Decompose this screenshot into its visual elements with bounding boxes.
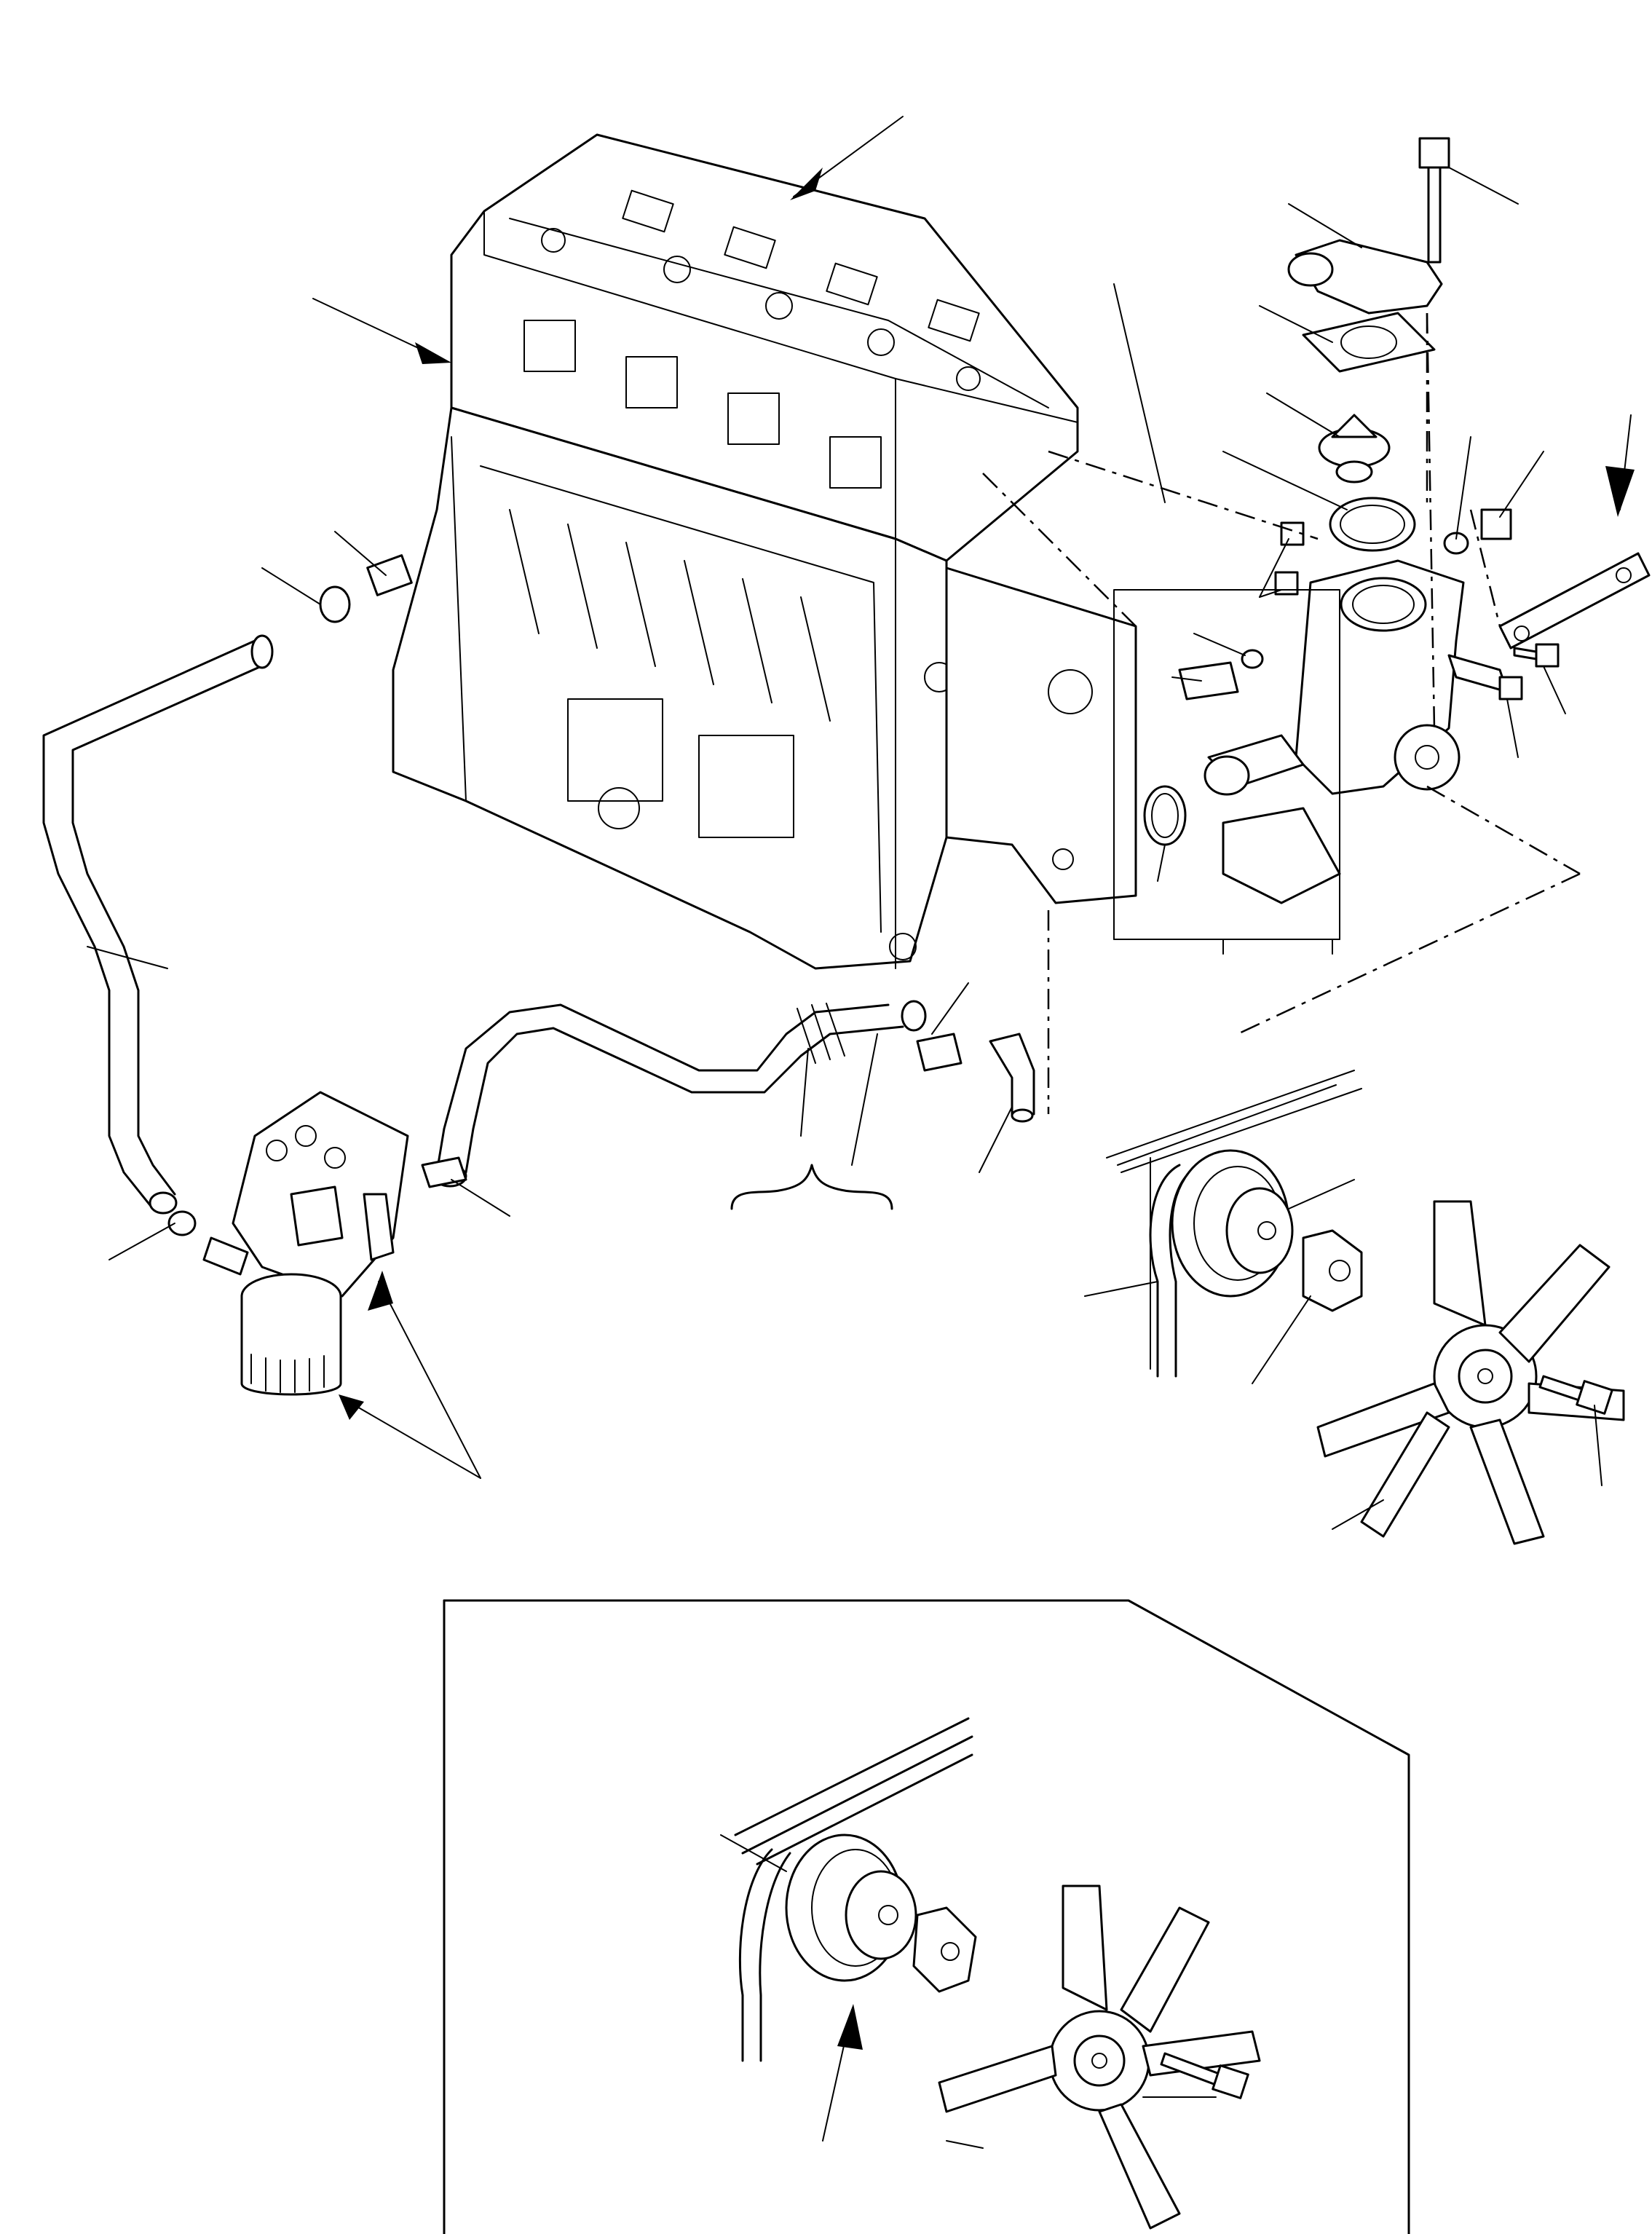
rear-plate xyxy=(945,567,1137,904)
arrowheads xyxy=(339,167,1635,2050)
thermostat-o-ring xyxy=(1329,497,1416,552)
hose-brace xyxy=(730,1164,893,1210)
thermostat xyxy=(1318,414,1391,483)
long-water-hose xyxy=(42,634,274,1215)
return-water-hose xyxy=(432,1000,927,1188)
alternator-stay xyxy=(1498,552,1651,650)
hose-elbow xyxy=(989,1033,1035,1123)
leader-lines xyxy=(87,116,1632,2149)
hose-clamp-lower xyxy=(167,1210,249,1276)
oil-filter-cartridge xyxy=(240,1273,342,1396)
assembly-centerlines xyxy=(982,312,1581,1114)
temperature-sender xyxy=(1178,649,1264,700)
fan-spacer xyxy=(1302,1229,1363,1312)
pump-o-ring xyxy=(1143,785,1187,846)
oil-cooler-filter-head xyxy=(232,1091,409,1298)
cylinder-head xyxy=(450,133,1079,562)
fan-drive-detail-frame xyxy=(1106,1070,1362,1370)
fan-pulley xyxy=(1171,1149,1294,1298)
cooling-fan xyxy=(1316,1200,1625,1545)
engine-block xyxy=(392,406,955,970)
cover-bolt xyxy=(1418,137,1450,264)
hose-clamp-upper xyxy=(319,554,413,623)
stay-bolts xyxy=(1447,643,1560,700)
hose-clamp-mid xyxy=(421,1033,963,1188)
thermostat-cover xyxy=(1287,239,1443,315)
water-pump xyxy=(1204,559,1465,904)
thermostat-gasket xyxy=(1302,312,1436,373)
fan-bolt xyxy=(1538,1375,1613,1415)
alternative-fan-inset xyxy=(443,1599,1410,2234)
